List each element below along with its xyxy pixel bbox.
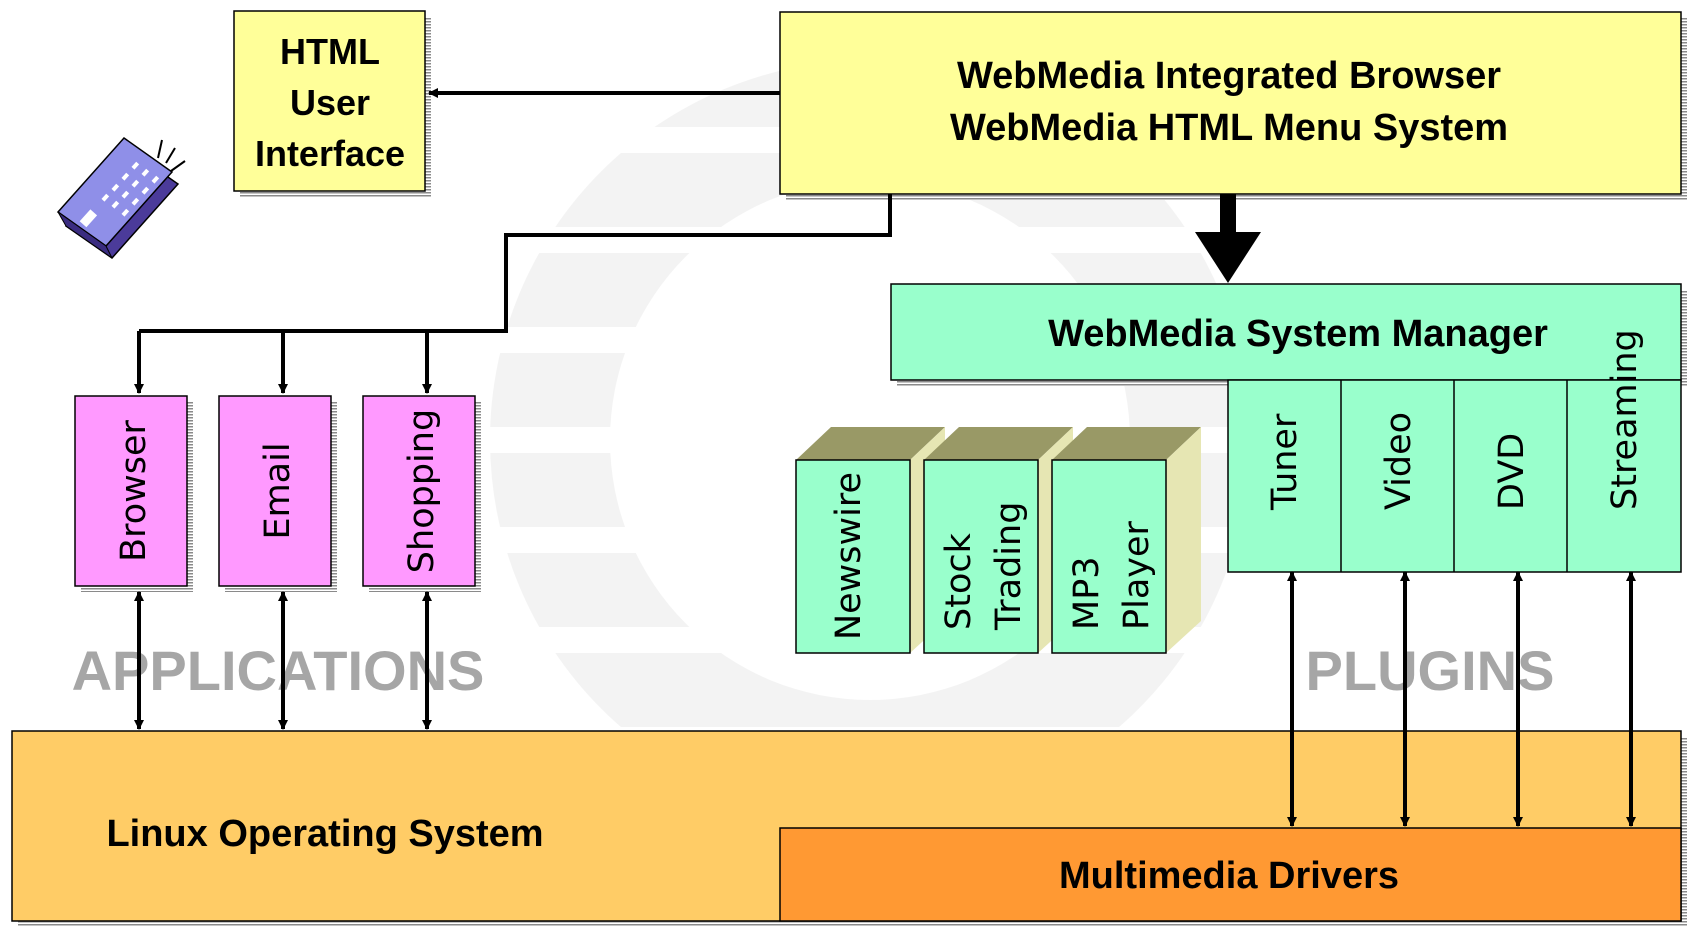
plugin-streaming-label: Streaming [1605, 329, 1645, 510]
app-shopping-label: Shopping [402, 409, 442, 573]
app-email-label: Email [258, 442, 298, 539]
plugin-video-label: Video [1379, 412, 1419, 510]
plugins-label: PLUGINS [1306, 639, 1555, 702]
app-browser-label: Browser [114, 419, 154, 561]
app-email: Email [218, 395, 337, 592]
app-shopping: Shopping [362, 395, 481, 592]
system-manager-label: WebMedia System Manager [1048, 313, 1548, 355]
integrated-browser-title: WebMedia Integrated Browser [957, 55, 1501, 97]
plugin-tuner-label: Tuner [1265, 413, 1305, 511]
service-newswire: Newswire [795, 427, 945, 654]
system-manager-box: WebMedia System Manager [890, 283, 1687, 386]
app-os-arrows [134, 591, 432, 730]
plugin-dvd-label: DVD [1492, 433, 1532, 510]
service-stock-trading: Stock Trading [923, 427, 1073, 654]
html-ui-box: HTML User Interface [233, 10, 431, 197]
html-menu-system-title: WebMedia HTML Menu System [950, 107, 1508, 149]
html-ui-line-2: User [290, 82, 370, 123]
service-newswire-label: Newswire [829, 472, 869, 640]
html-ui-line-1: HTML [280, 31, 380, 72]
service-mp3-player-line-1: MP3 [1067, 556, 1107, 630]
applications-label: APPLICATIONS [72, 639, 485, 702]
service-mp3-player: MP3 Player [1051, 427, 1201, 654]
multimedia-drivers-box: Multimedia Drivers [779, 827, 1682, 922]
app-connector [134, 194, 892, 394]
arrow-to-system-manager [1195, 194, 1261, 283]
app-browser: Browser [74, 395, 193, 592]
integrated-browser-box: WebMedia Integrated Browser WebMedia HTM… [779, 11, 1687, 200]
remote-control-icon [56, 137, 186, 259]
plugin-driver-arrows [1287, 571, 1636, 827]
service-stock-trading-line-2: Trading [989, 502, 1029, 631]
linux-os-label: Linux Operating System [106, 813, 543, 855]
service-stock-trading-line-1: Stock [939, 532, 979, 630]
service-mp3-player-line-2: Player [1117, 520, 1157, 630]
html-ui-line-3: Interface [255, 133, 405, 174]
multimedia-drivers-label: Multimedia Drivers [1059, 855, 1399, 897]
plugins-panel: Tuner Video DVD Streaming [1227, 329, 1682, 573]
